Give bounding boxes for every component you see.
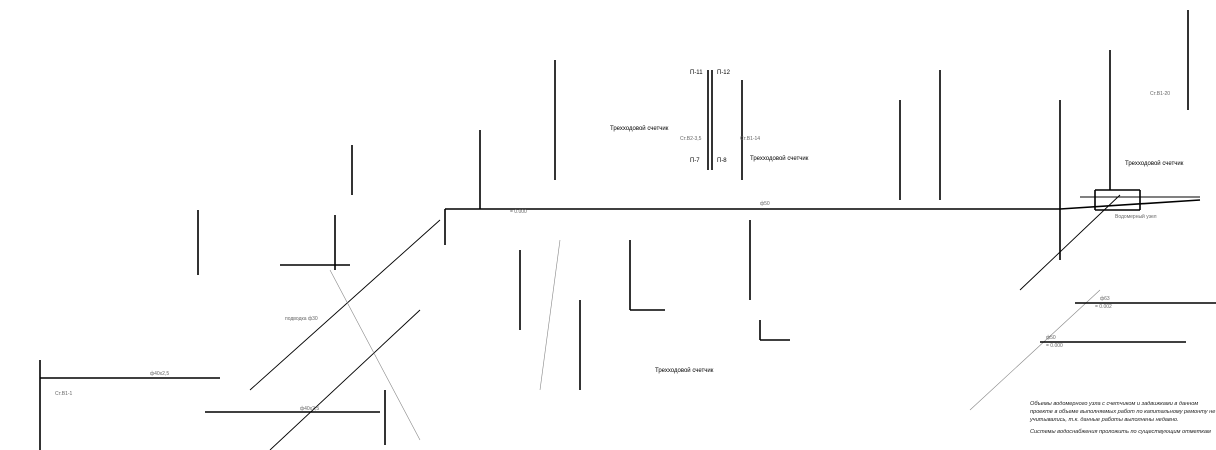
diagonal-pipe-3 xyxy=(1019,194,1121,291)
trunk-east xyxy=(1059,199,1201,210)
dash-leader-2 xyxy=(539,239,561,391)
dash-leader-1 xyxy=(329,269,421,441)
fixture-label-4: Трехходовой счетчик xyxy=(1125,160,1184,167)
branches xyxy=(280,189,1200,341)
riser-label-1: Ст.В2-3,5 xyxy=(680,136,702,142)
riser-label-3: Ст.В1-20 xyxy=(1150,91,1170,97)
pipe2-label: ф50 xyxy=(1046,335,1056,341)
pipe-f40-2: ф40х2,5 xyxy=(300,406,319,412)
pipe-f40: ф40х2,5 xyxy=(150,371,169,377)
notes-block: Объемы водомерного узла с счетчиком и за… xyxy=(1030,400,1216,440)
diagonal-leader xyxy=(969,289,1101,411)
meter-label: Водомерный узел xyxy=(1115,213,1157,220)
main-elevation: = 0.000 xyxy=(510,209,527,215)
fixture-label: Трехходовой счетчик xyxy=(655,367,714,374)
riser-label-2: Ст.В1-14 xyxy=(740,136,760,142)
pipe2-elevation: = 0.000 xyxy=(1046,343,1063,349)
fixture-p11: П-11 xyxy=(690,70,703,76)
pipe1-elevation: = 0.002 xyxy=(1095,304,1112,310)
fixture-label-2: Трехходовой счетчик xyxy=(610,125,669,132)
fixture-p8: П-8 xyxy=(717,158,727,164)
fixture-p7: П-7 xyxy=(690,158,700,164)
note-1: Объемы водомерного узла с счетчиком и за… xyxy=(1030,401,1216,423)
fixture-p12: П-12 xyxy=(717,70,731,76)
fixture-label-3: Трехходовой счетчик xyxy=(750,155,809,162)
note-2: Системы водоснабжения проложить по сущес… xyxy=(1030,429,1211,435)
pipe1-label: ф63 xyxy=(1100,296,1110,302)
diagonal-pipe-2 xyxy=(269,309,421,450)
pipe-note: подводка ф30 xyxy=(285,316,318,322)
risers xyxy=(197,10,1189,445)
main-pipe-label: ф50 xyxy=(760,201,770,207)
diagonal-pipe-1 xyxy=(249,219,441,391)
riser-label-4: Ст.В1-1 xyxy=(55,391,73,397)
